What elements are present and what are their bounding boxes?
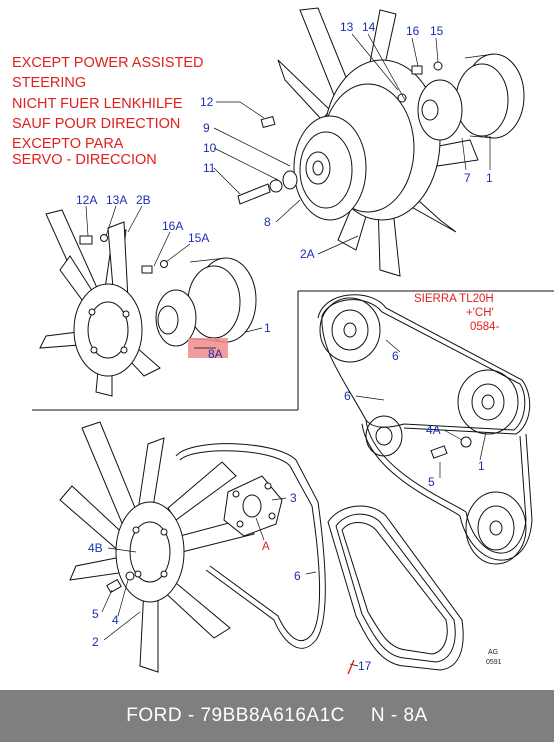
bolts-top [237,61,443,205]
svg-text:STEERING: STEERING [12,75,86,91]
labels-top: 13 14 16 15 12 9 10 11 8 2A 7 1 [200,20,493,261]
svg-text:11: 11 [203,161,216,175]
svg-text:SIERRA TL20H: SIERRA TL20H [414,293,494,305]
svg-text:SERVO - DIRECCION: SERVO - DIRECCION [12,152,157,168]
hub-middle [73,283,143,377]
svg-text:16: 16 [406,24,420,38]
svg-text:AG: AG [488,649,498,656]
pulley-middle [155,257,257,347]
svg-text:12A: 12A [76,193,97,207]
labels-bottom: 3 A 4B 6 5 4 2 17 [88,491,372,673]
belt-routing [317,294,533,565]
viscous-coupling-top [293,59,441,221]
svg-text:2: 2 [92,635,99,649]
svg-text:A: A [262,541,270,553]
svg-text:SAUF POUR DIRECTION: SAUF POUR DIRECTION [12,116,180,132]
svg-text:13A: 13A [106,193,127,207]
svg-text:NICHT FUER LENKHILFE: NICHT FUER LENKHILFE [12,96,183,112]
svg-text:17: 17 [358,659,372,673]
svg-text:15: 15 [430,24,444,38]
drawing-stamp: AG 0591 [486,649,502,666]
svg-text:6: 6 [294,569,301,583]
svg-text:2B: 2B [136,193,151,207]
reference-code: N - 8A [370,705,428,726]
svg-text:+'CH': +'CH' [466,307,494,319]
labels-belt: 6 6 4A 1 5 [344,349,485,489]
svg-text:13: 13 [340,20,354,34]
svg-text:8A: 8A [208,347,223,361]
exploded-parts-diagram: EXCEPT POWER ASSISTED STEERING NICHT FUE… [12,7,554,675]
pulley-top [417,53,525,141]
svg-text:1: 1 [486,171,493,185]
variant-text: SIERRA TL20H +'CH' 0584- [414,293,500,333]
bolts-middle [79,234,168,274]
svg-text:4B: 4B [88,541,103,555]
part-number: FORD - 79BB8A616A1C [126,705,345,726]
svg-text:12: 12 [200,95,214,109]
note-text: EXCEPT POWER ASSISTED STEERING NICHT FUE… [12,55,204,168]
leader-lines-belt [355,339,487,478]
leader-lines-top [213,33,491,255]
revision-mark [347,659,355,675]
svg-text:4A: 4A [426,423,441,437]
svg-text:0584-: 0584- [470,321,500,333]
svg-text:16A: 16A [162,219,183,233]
svg-text:8: 8 [264,215,271,229]
svg-text:1: 1 [264,321,271,335]
svg-text:EXCEPT POWER ASSISTED: EXCEPT POWER ASSISTED [12,55,204,71]
svg-text:10: 10 [203,141,217,155]
labels-middle: 12A 13A 2B 16A 15A 1 8A [76,193,271,361]
belts-bottom [175,443,464,671]
svg-text:0591: 0591 [486,659,502,666]
svg-text:EXCEPTO PARA: EXCEPTO PARA [12,136,124,152]
svg-text:4: 4 [112,613,119,627]
svg-text:14: 14 [362,20,376,34]
svg-text:2A: 2A [300,247,315,261]
svg-text:5: 5 [92,607,99,621]
svg-text:5: 5 [428,475,435,489]
footer-bar: FORD - 79BB8A616A1C N - 8A [0,690,554,742]
leader-lines-bottom [101,497,359,667]
bolts-bottom [106,571,135,594]
svg-text:7: 7 [464,171,471,185]
svg-text:15A: 15A [188,231,209,245]
svg-text:9: 9 [203,121,210,135]
spacer-plate-bottom [223,475,283,537]
panel-dividers [32,290,554,411]
svg-text:6: 6 [392,349,399,363]
svg-text:6: 6 [344,389,351,403]
svg-text:1: 1 [478,459,485,473]
leader-lines-middle [85,205,263,349]
svg-text:3: 3 [290,491,297,505]
